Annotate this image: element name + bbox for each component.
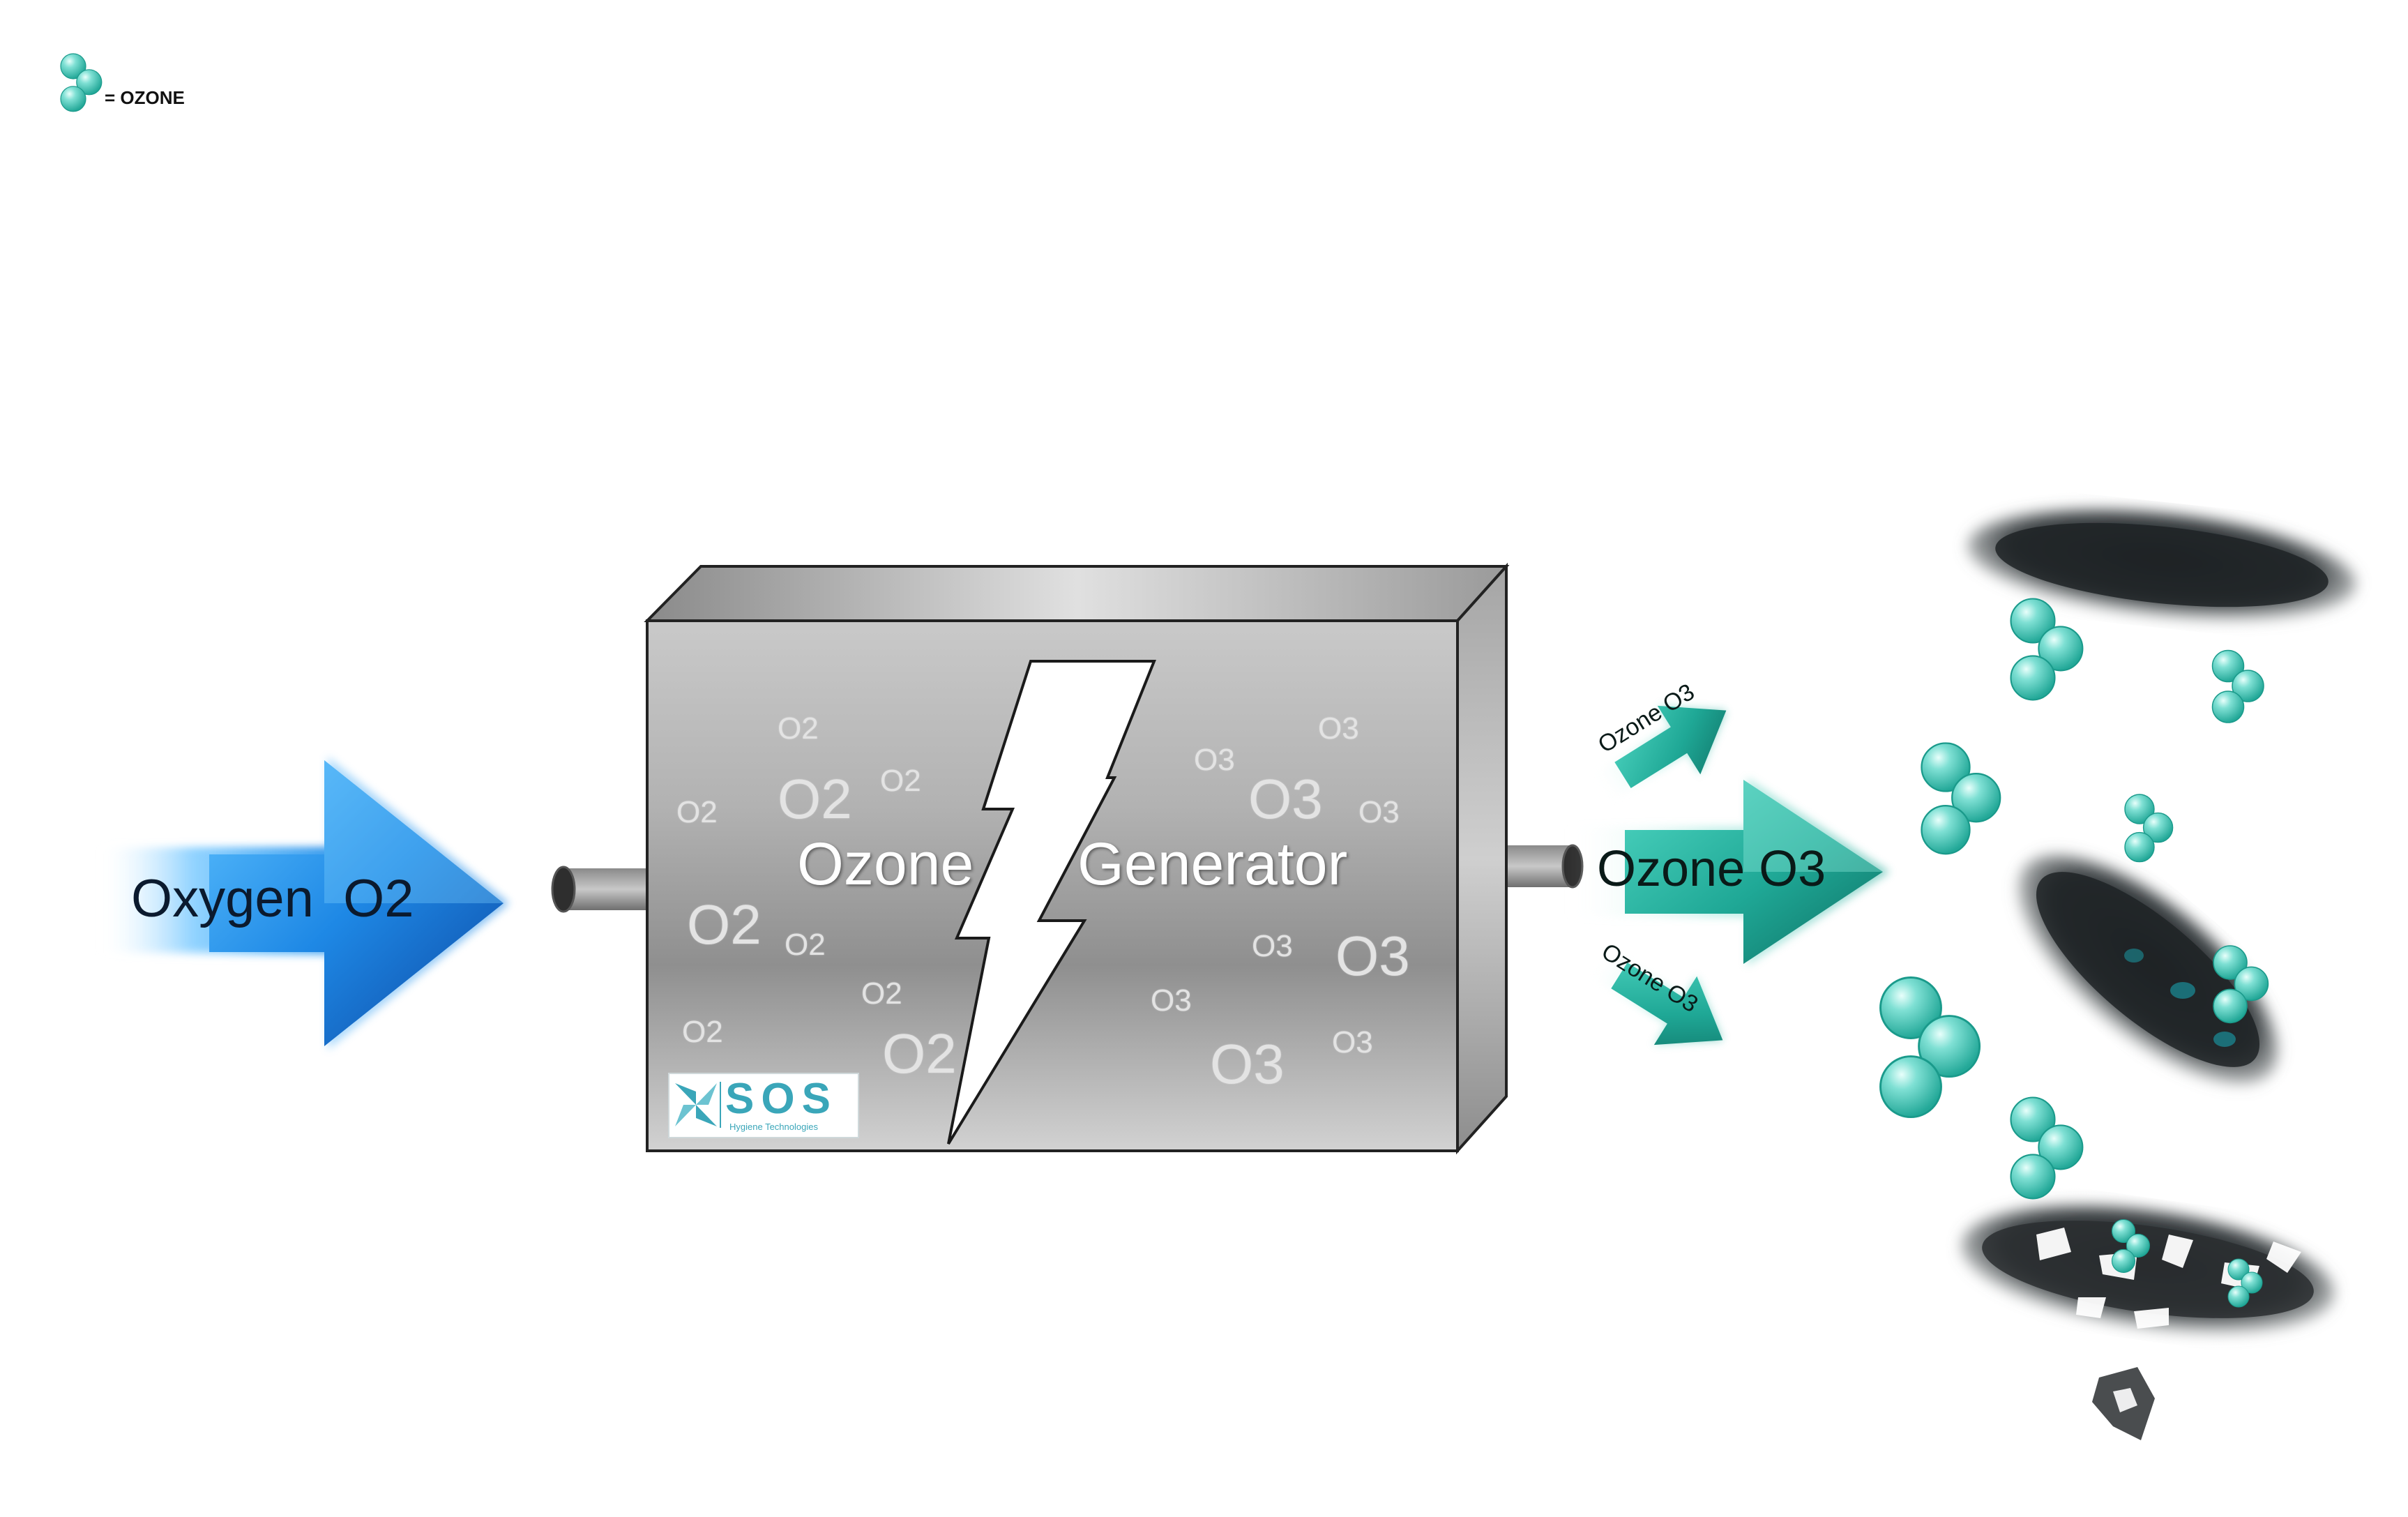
generator-title-right: Generator [1077, 831, 1348, 898]
o2-label: O2 [785, 928, 826, 962]
o3-label: O3 [1194, 743, 1235, 777]
lightning-bolt-icon [947, 660, 1156, 1145]
legend-ozone-icon [60, 53, 103, 112]
sos-logo [668, 1073, 859, 1138]
o3-label: O3 [1151, 983, 1192, 1018]
oxygen-inlet-arrow [98, 757, 509, 1050]
o3-label: O3 [1252, 929, 1293, 963]
o3-label: O3 [1335, 925, 1410, 987]
o2-label: O2 [880, 764, 921, 798]
bacteria-top [1967, 508, 2356, 621]
logo-tagline: Hygiene Technologies [729, 1122, 818, 1132]
o2-label: O2 [882, 1022, 957, 1085]
o2-label: O2 [778, 711, 819, 746]
o3-label: O3 [1318, 711, 1359, 746]
o3-label: O3 [1248, 768, 1323, 830]
bacteria-bottom-fragmented [1961, 1205, 2335, 1440]
o2-label: O2 [861, 976, 902, 1011]
generator-title-left: Ozone [797, 831, 974, 898]
o2-label: O2 [778, 768, 852, 830]
logo-name: SOS [725, 1075, 838, 1123]
pinwheel-logo-icon [675, 1082, 721, 1128]
oxygen-inlet-label: Oxygen O2 [131, 869, 414, 928]
o2-label: O2 [687, 893, 762, 956]
ozone-main-outlet-label: Ozone O3 [1597, 841, 1826, 897]
ozone-generator-box [644, 562, 1510, 1155]
ozone-main-outlet-arrow [1566, 778, 1890, 966]
o3-label: O3 [1332, 1025, 1373, 1059]
o2-label: O2 [676, 795, 718, 829]
ozone-upper-outlet-arrow [1591, 705, 1727, 803]
bacteria-middle [2017, 854, 2278, 1085]
o3-label: O3 [1358, 795, 1400, 829]
inlet-pipe [551, 866, 651, 913]
legend-label: = OZONE [105, 87, 185, 108]
ozone-lower-outlet-arrow [1587, 947, 1723, 1046]
o2-label: O2 [682, 1015, 723, 1049]
o3-label: O3 [1210, 1033, 1285, 1095]
